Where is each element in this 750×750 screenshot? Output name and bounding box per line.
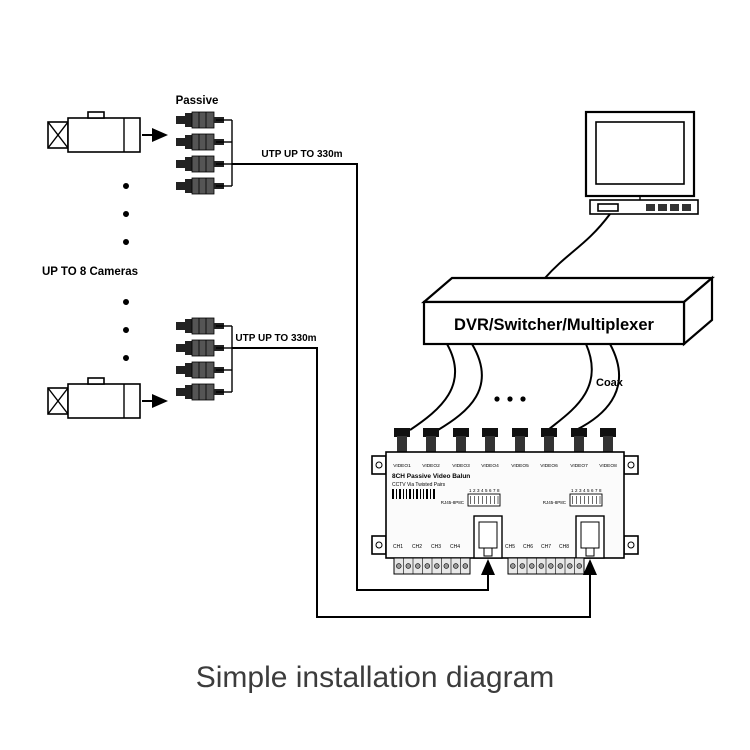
monitor-icon xyxy=(584,110,699,215)
ch6-label: CH6 xyxy=(523,544,533,550)
rj45-left-header xyxy=(467,493,501,507)
dvr-box: DVR/Switcher/Multiplexer xyxy=(421,275,715,347)
camera-1-icon xyxy=(47,111,141,153)
rj45-right-marking: RJ45-8P8C xyxy=(543,500,567,505)
coax-label: Coax xyxy=(596,377,624,389)
ch5-label: CH5 xyxy=(505,544,515,550)
balun-device: VIDEO1 VIDEO2 VIDEO3 VIDEO4 VIDEO5 VIDEO… xyxy=(371,428,639,575)
video3-label: VIDEO3 xyxy=(452,463,470,469)
barcode xyxy=(392,489,435,499)
ch4-label: CH4 xyxy=(450,544,460,550)
camera-dots xyxy=(123,183,129,361)
terminal-block-right xyxy=(507,557,585,575)
caption: Simple installation diagram xyxy=(196,661,555,694)
rj45-left-socket xyxy=(473,515,503,559)
balun-bnc-ports xyxy=(394,428,616,452)
video2-label: VIDEO2 xyxy=(422,463,440,469)
channel-labels: CH1 CH2 CH3 CH4 CH5 CH6 CH7 CH8 xyxy=(393,544,569,550)
passive-label: Passive xyxy=(176,95,219,107)
rj45-right-pin-numbers: 12345678 xyxy=(571,488,603,493)
balun-subtitle: CCTV Via Twisted Pairs xyxy=(392,482,446,488)
video-port-labels: VIDEO1 VIDEO2 VIDEO3 VIDEO4 VIDEO5 VIDEO… xyxy=(393,463,617,469)
utp-bottom-label: UTP UP TO 330m xyxy=(235,333,316,344)
video7-label: VIDEO7 xyxy=(570,463,588,469)
camera-2-icon xyxy=(47,377,141,419)
ch1-label: CH1 xyxy=(393,544,403,550)
balun-title: 8CH Passive Video Balun xyxy=(392,473,470,480)
video1-label: VIDEO1 xyxy=(393,463,411,469)
bnc-stack-bottom xyxy=(175,317,233,401)
video4-label: VIDEO4 xyxy=(481,463,499,469)
ch2-label: CH2 xyxy=(412,544,422,550)
ch8-label: CH8 xyxy=(559,544,569,550)
coax-cables xyxy=(409,343,621,431)
video8-label: VIDEO8 xyxy=(599,463,617,469)
monitor-cable xyxy=(544,213,611,279)
video6-label: VIDEO6 xyxy=(540,463,558,469)
utp-run-bottom xyxy=(232,347,597,618)
utp-top-label: UTP UP TO 330m xyxy=(261,149,342,160)
up-to-8-cameras-label: UP TO 8 Cameras xyxy=(42,266,138,278)
rj45-left-pin-numbers: 12345678 xyxy=(469,488,501,493)
utp-run-top xyxy=(232,163,495,591)
ch7-label: CH7 xyxy=(541,544,551,550)
terminal-block-left xyxy=(393,557,471,575)
rj45-right-header xyxy=(569,493,603,507)
rj45-right-socket xyxy=(575,515,605,559)
bnc-stack-top xyxy=(175,111,233,195)
video5-label: VIDEO5 xyxy=(511,463,529,469)
dvr-label: DVR/Switcher/Multiplexer xyxy=(454,316,654,334)
ch3-label: CH3 xyxy=(431,544,441,550)
rj45-left-marking: RJ45-8P8C xyxy=(441,500,465,505)
